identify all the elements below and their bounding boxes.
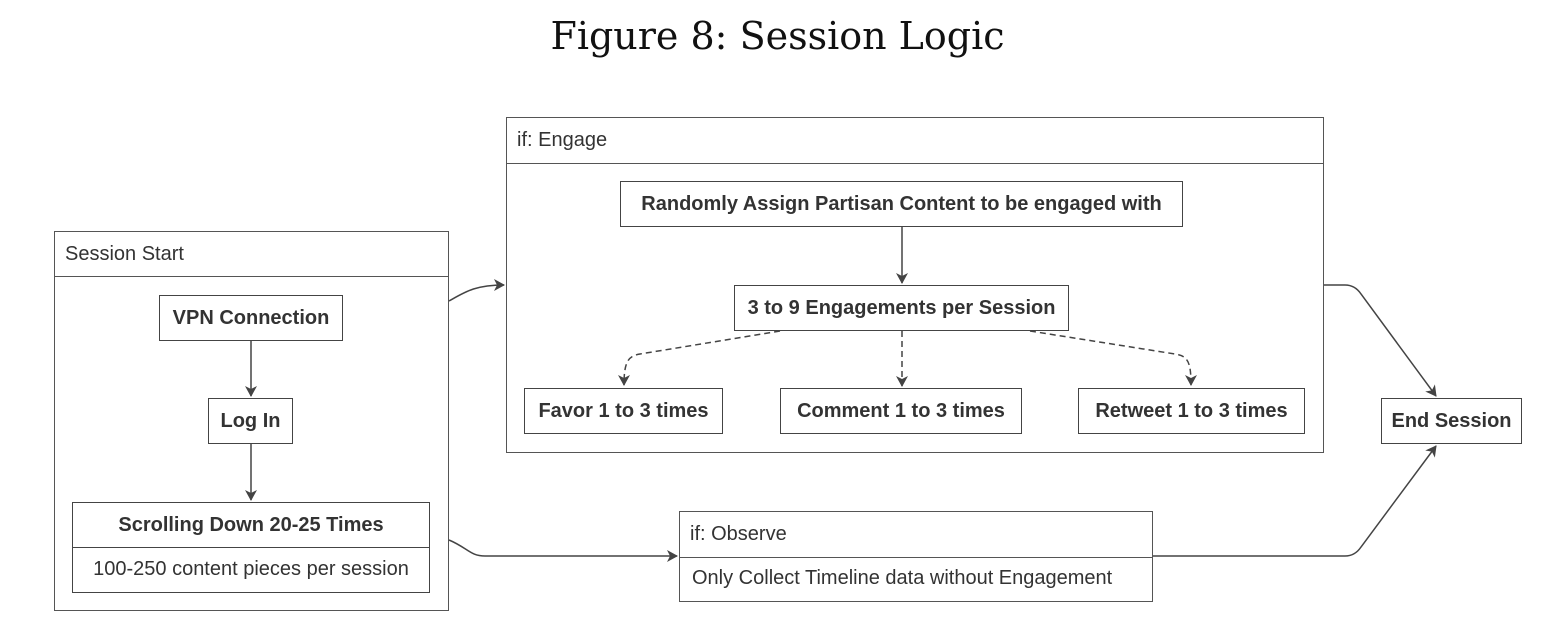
engagements-per-session-node: 3 to 9 Engagements per Session bbox=[734, 285, 1069, 331]
retweet-node: Retweet 1 to 3 times bbox=[1078, 388, 1305, 434]
scrolling-detail: 100-250 content pieces per session bbox=[93, 558, 409, 580]
edge-engagements-retweet bbox=[1029, 330, 1197, 386]
end-session-node: End Session bbox=[1381, 398, 1522, 444]
assign-content-node: Randomly Assign Partisan Content to be e… bbox=[620, 181, 1183, 227]
vpn-connection-node: VPN Connection bbox=[159, 295, 343, 341]
edge-engagements-favor bbox=[618, 330, 781, 386]
scrolling-title: Scrolling Down 20-25 Times bbox=[73, 503, 429, 548]
session-start-title: Session Start bbox=[55, 232, 448, 277]
engage-title: if: Engage bbox=[507, 118, 1323, 164]
edge-start-engage bbox=[448, 279, 505, 302]
scrolling-node: Scrolling Down 20-25 Times 100-250 conte… bbox=[72, 502, 430, 593]
edge-observe-end bbox=[1153, 445, 1437, 557]
observe-title: if: Observe bbox=[680, 512, 1152, 558]
edge-start-observe bbox=[448, 539, 678, 562]
edge-engage-end bbox=[1324, 284, 1437, 397]
observe-frame: if: Observe Only Collect Timeline data w… bbox=[679, 511, 1153, 602]
log-in-node: Log In bbox=[208, 398, 293, 444]
favor-node: Favor 1 to 3 times bbox=[524, 388, 723, 434]
observe-detail: Only Collect Timeline data without Engag… bbox=[692, 567, 1113, 589]
comment-node: Comment 1 to 3 times bbox=[780, 388, 1022, 434]
figure-title: Figure 8: Session Logic bbox=[550, 14, 1005, 58]
